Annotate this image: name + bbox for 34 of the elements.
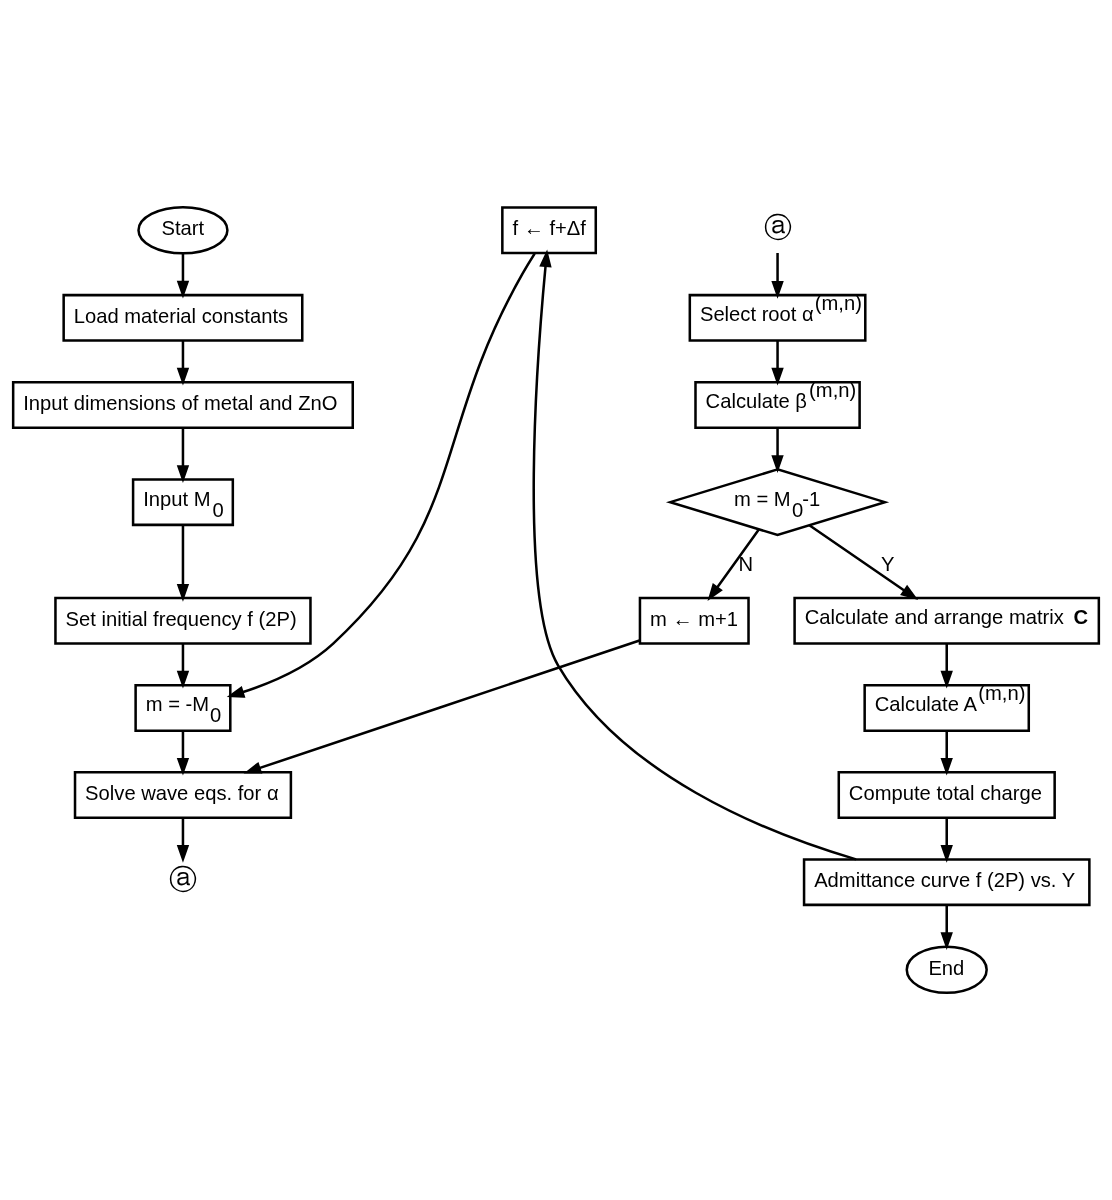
arrow <box>532 249 857 861</box>
arrow <box>940 731 953 776</box>
edge-label: Y <box>881 553 895 576</box>
arrow <box>771 253 784 299</box>
arrow <box>176 643 190 689</box>
arrow <box>176 818 190 863</box>
node-box: Solve wave eqs. for α <box>73 771 293 820</box>
node-box: Calculate and arrange matrix C <box>793 596 1101 645</box>
node-box: f ← f+Δf <box>501 206 598 255</box>
node-ellipse: End <box>905 945 988 995</box>
node-box: Compute total charge <box>837 771 1056 820</box>
arrow <box>176 731 190 776</box>
arrow <box>226 252 536 698</box>
node-box: Input dimensions of metal and ZnO <box>11 380 354 429</box>
node-box: Admittance curve f (2P) vs. Y <box>802 858 1091 907</box>
node-box: m ← m+1 <box>638 596 750 645</box>
arrow <box>243 639 640 774</box>
node-box: Load material constants <box>62 293 304 342</box>
arrow <box>176 340 190 386</box>
arrow <box>176 253 190 299</box>
edge-label: N <box>738 553 754 576</box>
arrow <box>808 524 919 600</box>
arrow <box>176 525 190 602</box>
arrow <box>940 904 953 950</box>
arrow <box>940 818 953 863</box>
arrow <box>771 340 784 386</box>
node-ellipse: Start <box>137 205 229 255</box>
arrow <box>176 427 190 483</box>
arrow <box>771 427 784 473</box>
node-text: ⓐ <box>169 864 198 896</box>
node-text: ⓐ <box>763 212 792 244</box>
node-box: Set initial frequency f (2P) <box>54 596 312 645</box>
arrow <box>940 643 953 689</box>
arrow <box>707 529 760 602</box>
